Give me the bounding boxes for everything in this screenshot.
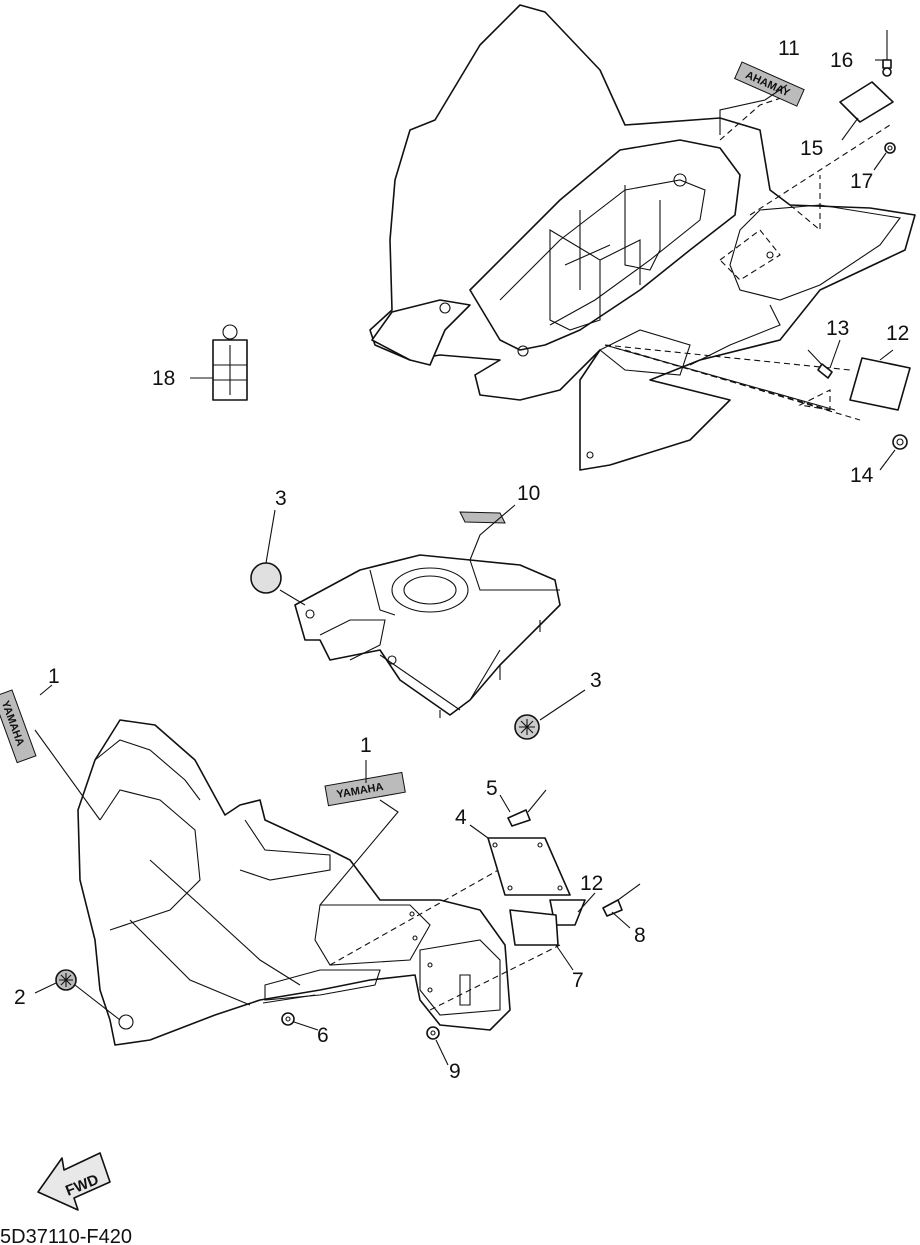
drawing-code: 5D37110-F420	[0, 1226, 132, 1245]
washer-9	[426, 1026, 440, 1040]
front-fender	[77, 719, 561, 1046]
callout-labels: 11 16 15 17 18 13 12 14 3 10 3 1 1 5 4 1…	[14, 37, 909, 1083]
leader-lines	[34, 59, 896, 1066]
emblem-3-a	[250, 562, 282, 594]
callout-6: 6	[317, 1024, 329, 1047]
bolt-8	[602, 883, 641, 917]
callout-17: 17	[850, 170, 873, 193]
callout-12-top: 12	[886, 322, 909, 345]
callout-5: 5	[486, 777, 498, 800]
callout-3-bottom: 3	[590, 669, 602, 692]
callout-4: 4	[455, 806, 467, 829]
callout-3-top: 3	[275, 487, 287, 510]
yamaha-decal-left: YAMAHA	[0, 689, 37, 764]
reflector-plate-4	[487, 837, 571, 896]
reflector-plate-7	[509, 909, 559, 946]
reflector-plate-12-top	[849, 357, 911, 411]
decal-10	[459, 511, 506, 524]
washer-17	[884, 142, 896, 154]
callout-1-left: 1	[48, 665, 60, 688]
fwd-arrow: FWD	[37, 1152, 111, 1211]
washer-6	[281, 1012, 295, 1026]
reflector-plate-15	[839, 81, 894, 123]
callout-15: 15	[800, 137, 823, 160]
rear-fender	[369, 4, 916, 471]
bolt-13	[807, 349, 833, 379]
callout-2: 2	[14, 986, 26, 1009]
callout-11: 11	[778, 37, 800, 60]
emblem-2	[55, 969, 77, 991]
bolt-5	[507, 789, 547, 827]
callout-7: 7	[572, 969, 584, 992]
tank-cover	[294, 554, 561, 718]
washer-14	[892, 434, 908, 450]
callout-12-bottom: 12	[580, 872, 603, 895]
yamaha-decal-rear: YAMAHA	[734, 61, 805, 107]
callout-13: 13	[826, 317, 849, 340]
caution-tag-18	[212, 324, 248, 401]
callout-1-center: 1	[360, 734, 372, 757]
callout-16: 16	[830, 49, 853, 72]
bolt-16	[882, 30, 892, 77]
callout-9: 9	[449, 1060, 461, 1083]
callout-8: 8	[634, 924, 646, 947]
callout-18: 18	[152, 367, 175, 390]
callout-14: 14	[850, 464, 874, 487]
yamaha-decal-center: YAMAHA	[324, 771, 406, 807]
callout-10: 10	[517, 482, 540, 505]
emblem-3-b	[514, 714, 540, 740]
